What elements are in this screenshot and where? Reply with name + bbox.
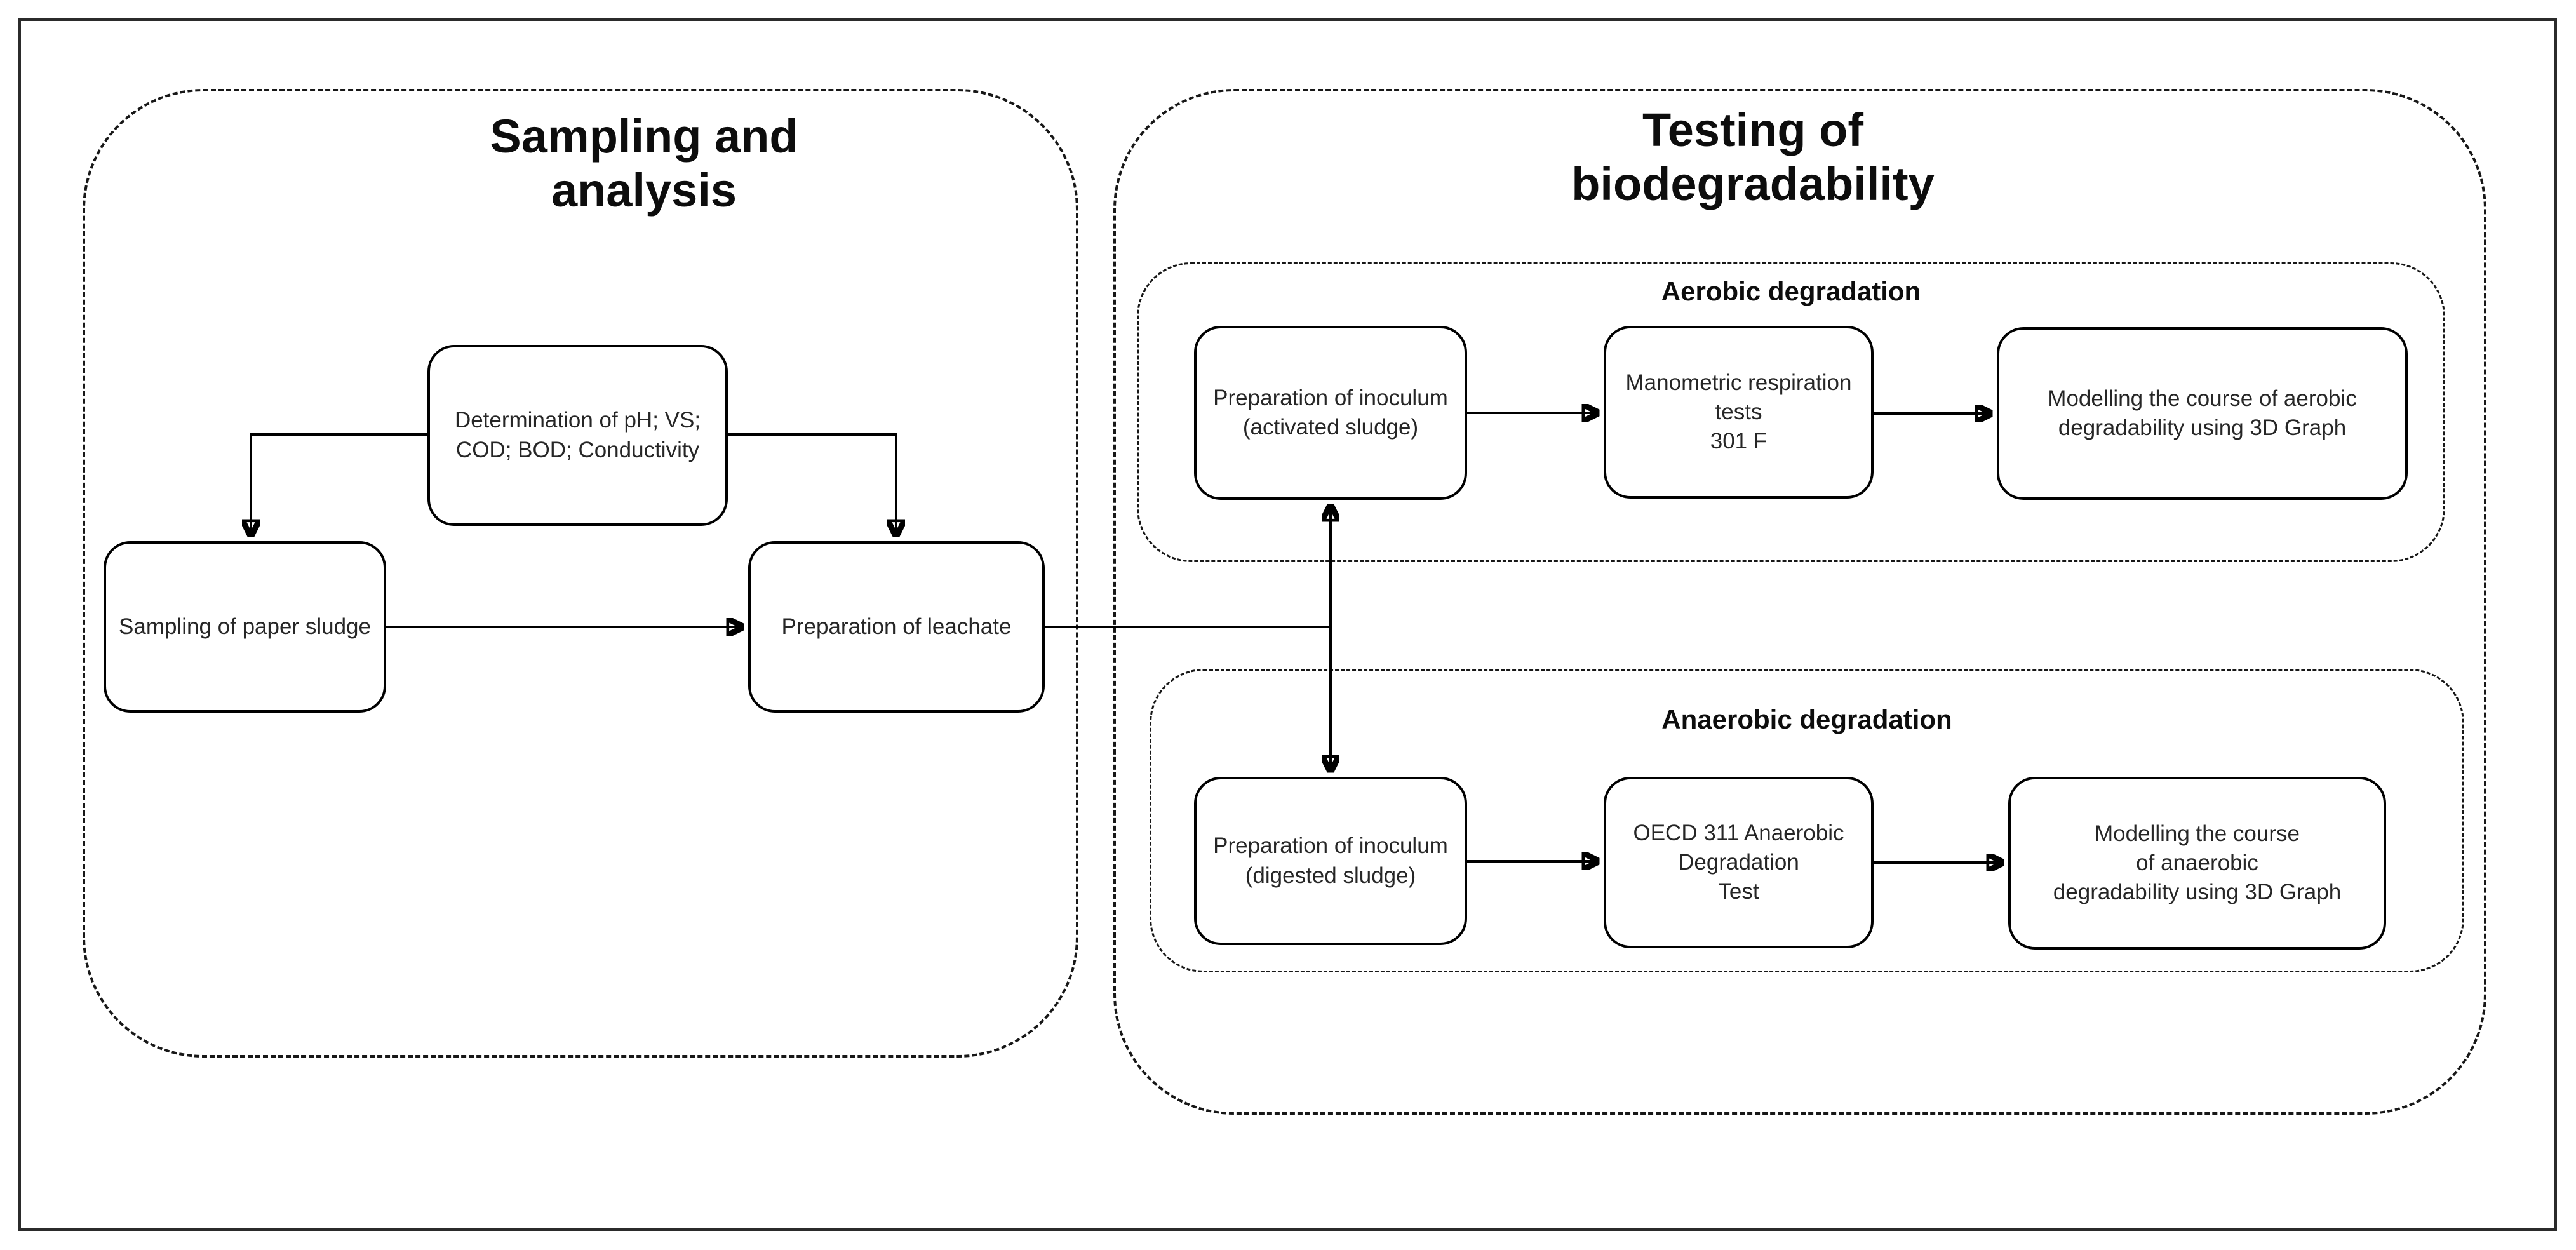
node-determination: Determination of pH; VS; COD; BOD; Condu… — [427, 345, 728, 526]
node-modelling-aerobic: Modelling the course of aerobic degradab… — [1997, 327, 2408, 500]
testing-section-title: Testing of biodegradability — [1571, 104, 1935, 211]
node-sampling-paper-sludge: Sampling of paper sludge — [104, 541, 386, 713]
node-inoculum-digested: Preparation of inoculum (digested sludge… — [1194, 777, 1467, 945]
node-manometric-tests: Manometric respiration tests 301 F — [1604, 326, 1874, 499]
sampling-section-container — [83, 89, 1078, 1058]
aerobic-subsection-label: Aerobic degradation — [1661, 276, 1921, 306]
diagram-border — [18, 18, 2557, 1231]
anaerobic-subsection-container — [1150, 669, 2464, 972]
anaerobic-subsection-label: Anaerobic degradation — [1661, 704, 1952, 734]
node-modelling-anaerobic: Modelling the course of anaerobic degrad… — [2008, 777, 2386, 950]
testing-section-container — [1113, 89, 2486, 1115]
node-inoculum-activated: Preparation of inoculum (activated sludg… — [1194, 326, 1467, 500]
node-preparation-leachate: Preparation of leachate — [748, 541, 1045, 713]
aerobic-subsection-container — [1137, 262, 2445, 562]
sampling-section-title: Sampling and analysis — [490, 110, 798, 217]
node-oecd-311-test: OECD 311 Anaerobic Degradation Test — [1604, 777, 1874, 948]
